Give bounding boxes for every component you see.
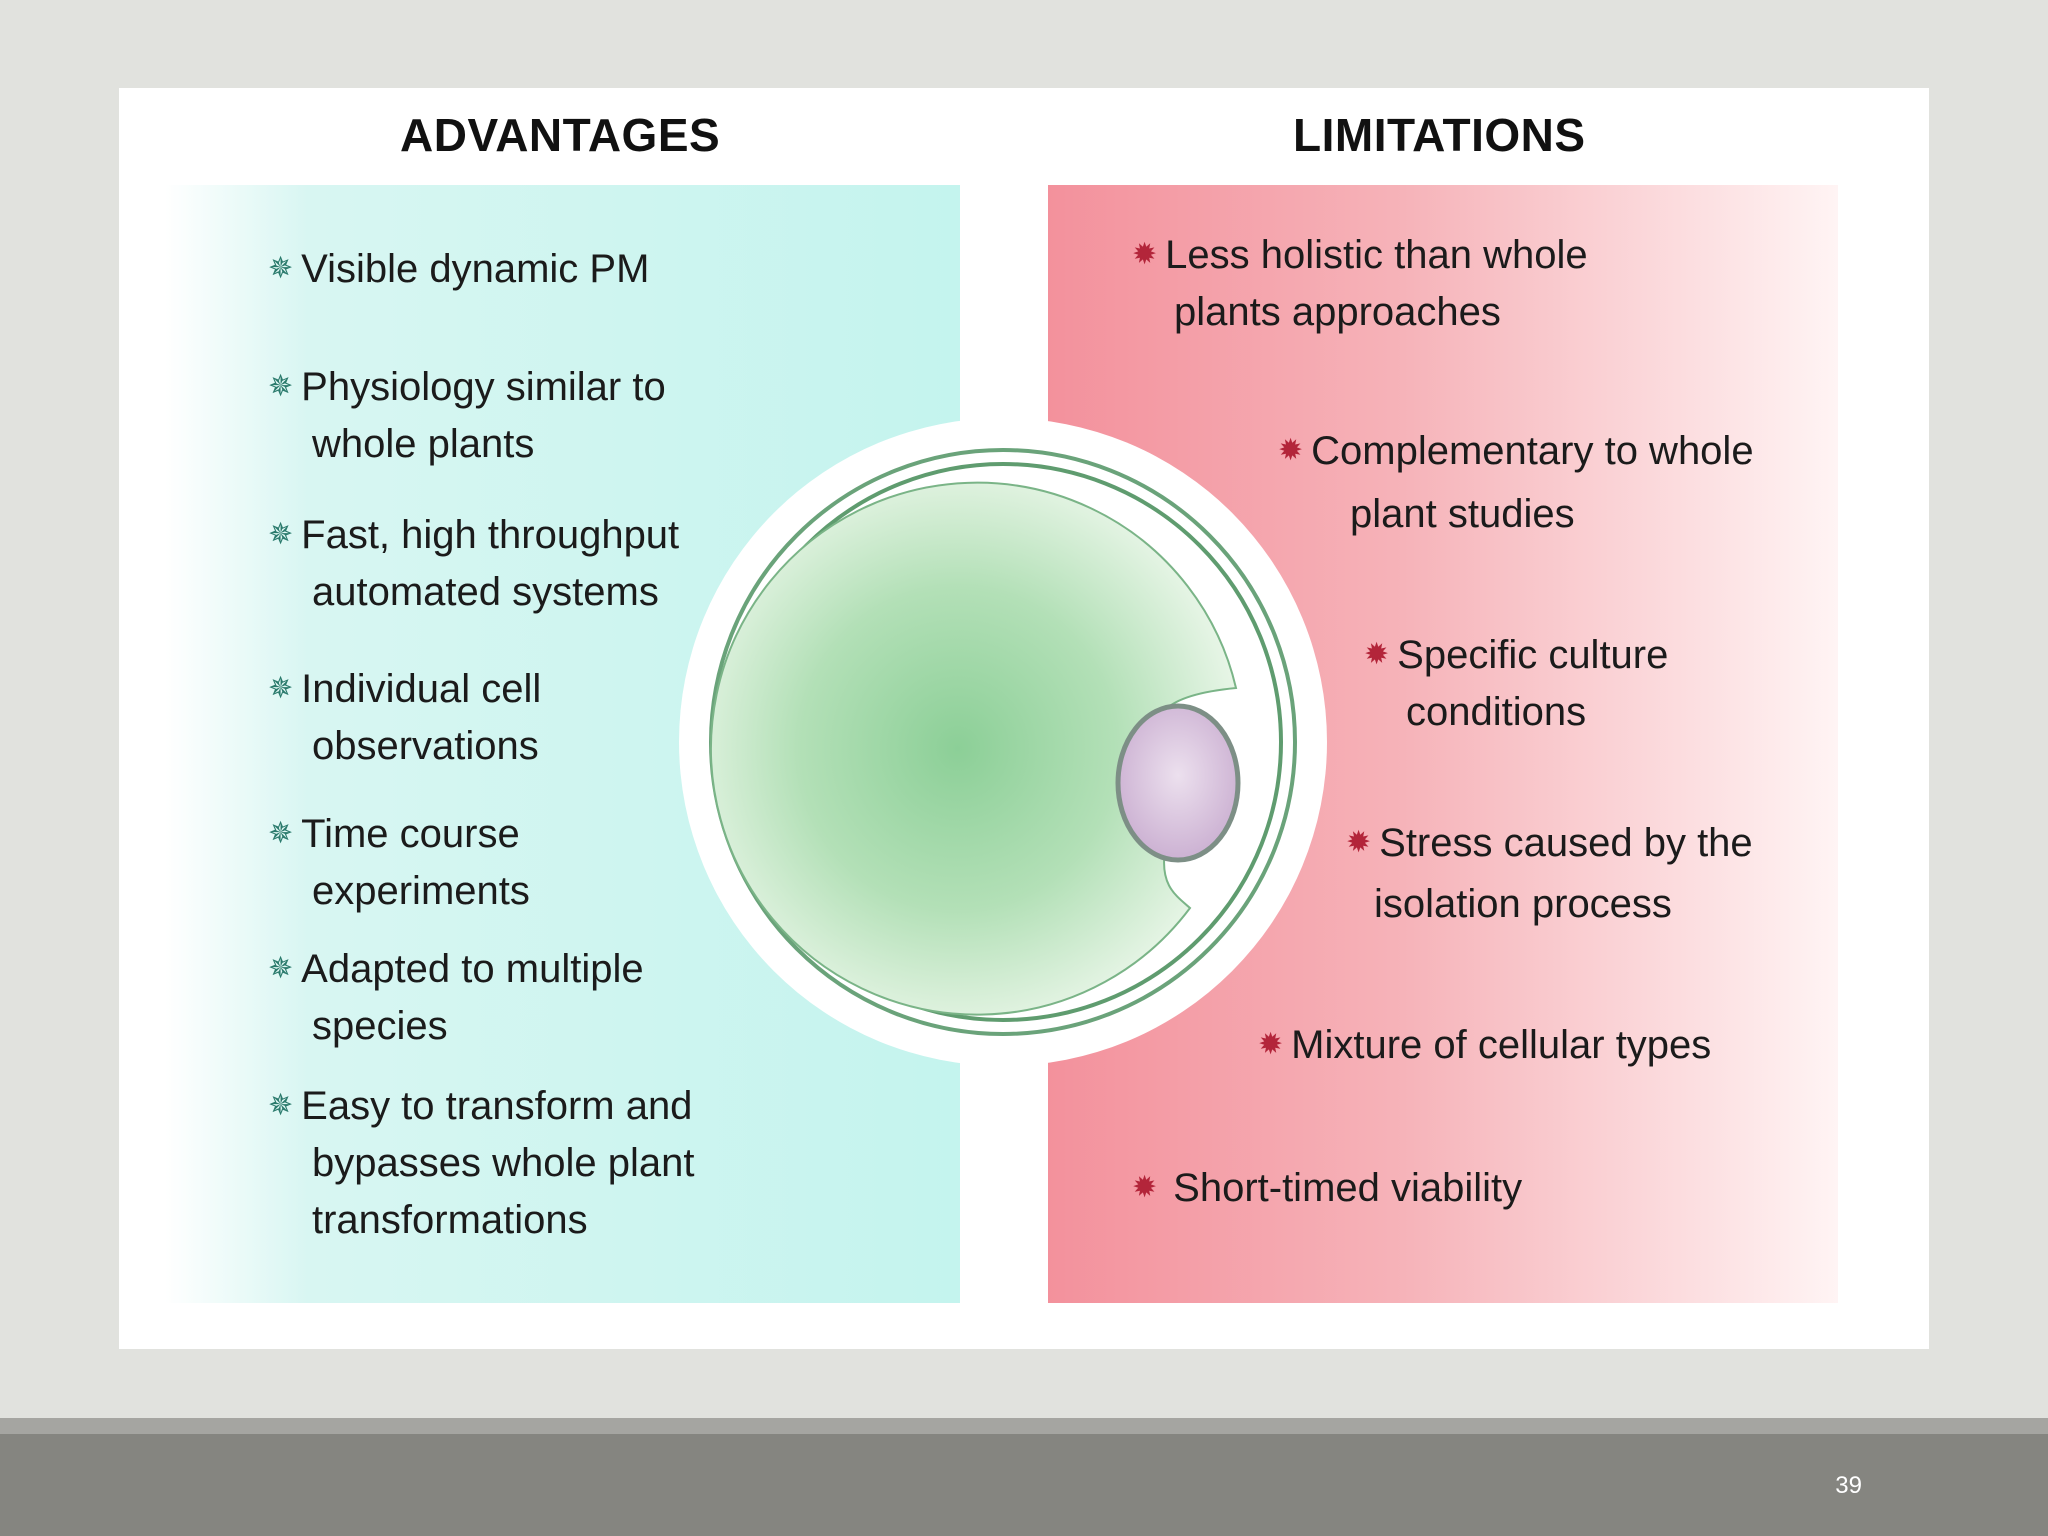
- teal-asterisk-icon: ✵: [268, 518, 294, 551]
- advantage-item: ✵Individual cell observations: [268, 660, 541, 775]
- limitation-item: ✹Short-timed viability: [1132, 1159, 1522, 1217]
- page-number: 39: [1835, 1472, 1862, 1499]
- teal-asterisk-icon: ✵: [268, 817, 294, 850]
- teal-asterisk-icon: ✵: [268, 252, 294, 285]
- red-asterisk-icon: ✹: [1346, 826, 1372, 859]
- red-asterisk-icon: ✹: [1278, 434, 1304, 467]
- red-asterisk-icon: ✹: [1132, 1171, 1158, 1204]
- teal-asterisk-icon: ✵: [268, 1089, 294, 1122]
- limitation-item: ✹Stress caused by the isolation process: [1346, 814, 1753, 933]
- advantage-item: ✵Physiology similar to whole plants: [268, 358, 666, 473]
- advantage-item: ✵Time course experiments: [268, 805, 530, 920]
- vacuole: [1115, 703, 1241, 863]
- limitation-item: ✹Mixture of cellular types: [1258, 1016, 1711, 1074]
- footer-bar: [0, 1434, 2048, 1536]
- advantages-heading: ADVANTAGES: [400, 109, 721, 161]
- limitation-item: ✹Complementary to whole plant studies: [1278, 422, 1754, 543]
- advantage-item: ✵Adapted to multiple species: [268, 940, 644, 1055]
- limitation-item: ✹Less holistic than whole plants approac…: [1132, 226, 1588, 341]
- red-asterisk-icon: ✹: [1364, 638, 1390, 671]
- footer-strip: [0, 1418, 2048, 1434]
- advantage-item: ✵Easy to transform and bypasses whole pl…: [268, 1077, 694, 1249]
- red-asterisk-icon: ✹: [1132, 238, 1158, 271]
- teal-asterisk-icon: ✵: [268, 672, 294, 705]
- limitations-heading: LIMITATIONS: [1293, 109, 1586, 161]
- teal-asterisk-icon: ✵: [268, 370, 294, 403]
- teal-asterisk-icon: ✵: [268, 952, 294, 985]
- advantage-item: ✵Fast, high throughput automated systems: [268, 506, 679, 621]
- advantage-item: ✵Visible dynamic PM: [268, 240, 649, 298]
- red-asterisk-icon: ✹: [1258, 1028, 1284, 1061]
- limitation-item: ✹Specific culture conditions: [1364, 626, 1668, 741]
